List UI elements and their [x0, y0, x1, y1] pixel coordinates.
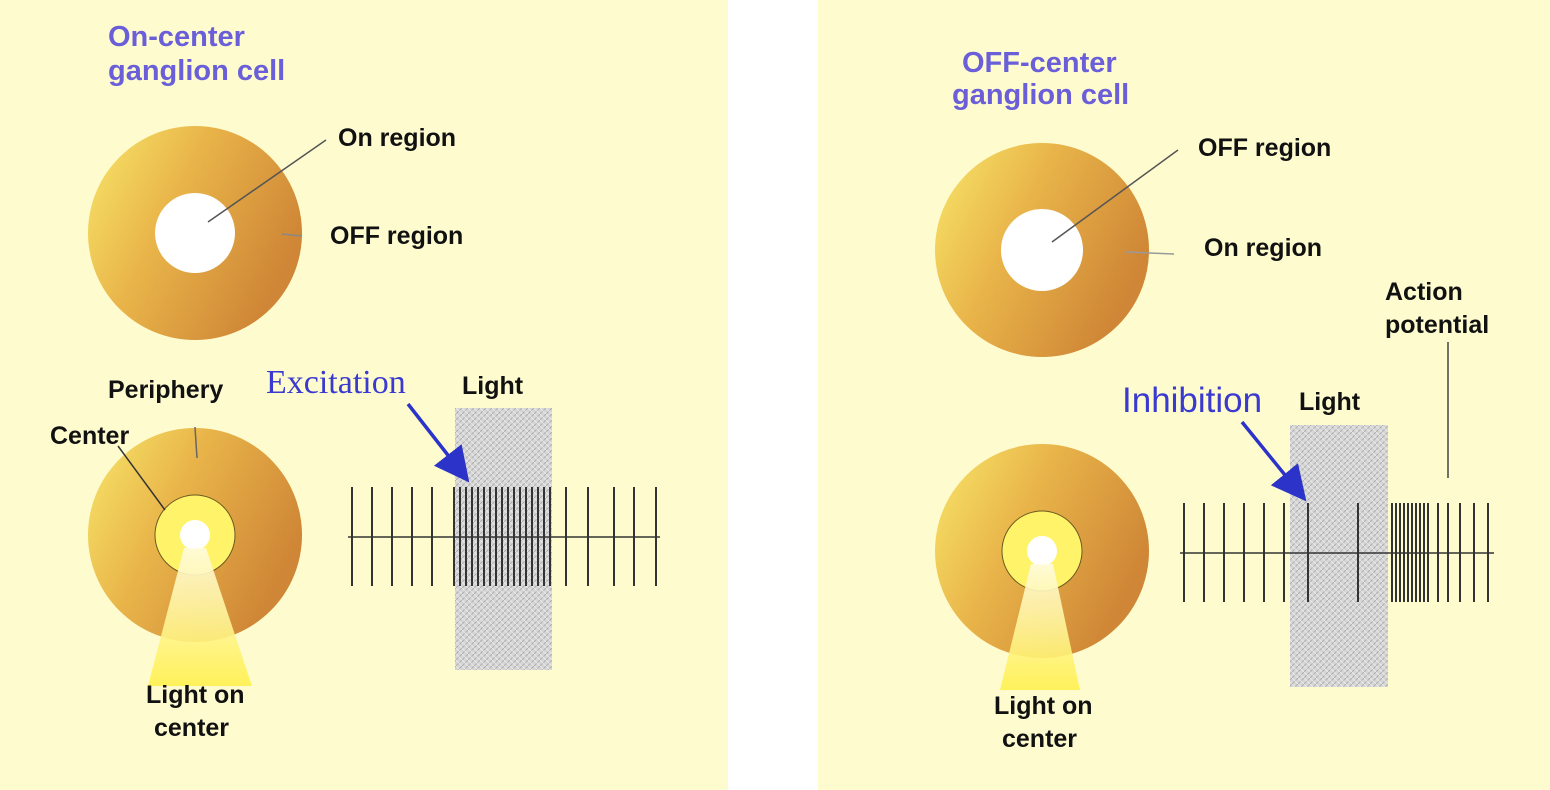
title-line-2: ganglion cell — [952, 79, 1129, 111]
on-center-panel: On-center ganglion cell On region OFF re… — [0, 0, 728, 790]
title-line-1: On-center — [108, 21, 245, 53]
label-action-line-1: Action — [1385, 278, 1463, 306]
light-beam-icon — [148, 548, 252, 686]
label-light-line-1: Light on — [994, 692, 1093, 720]
leader-line — [207, 139, 327, 223]
receptive-field-ring-icon — [935, 143, 1149, 357]
leader-line — [194, 426, 198, 459]
label-inhibition: Inhibition — [1122, 381, 1262, 420]
receptive-field-ring-icon — [935, 444, 1149, 658]
leader-line — [1125, 251, 1175, 255]
title-line-1: OFF-center — [962, 47, 1117, 79]
receptive-field-ring-icon — [88, 126, 302, 340]
arrow-icon — [1240, 420, 1307, 502]
light-beam-icon — [1000, 564, 1080, 690]
leader-line — [117, 445, 166, 511]
label-center-region: OFF region — [1198, 134, 1331, 162]
off-center-diagram: OFF-center ganglion cell OFF region On r… — [935, 47, 1494, 753]
receptive-field-ring-icon — [88, 428, 302, 642]
off-center-panel: OFF-center ganglion cell OFF region On r… — [818, 0, 1550, 790]
label-light-line-2: center — [154, 714, 229, 742]
leader-line — [1051, 149, 1179, 243]
label-surround-region: On region — [1204, 234, 1322, 262]
label-light-line-2: center — [1002, 725, 1077, 753]
spike-train-icon — [1183, 503, 1489, 602]
arrow-icon — [406, 402, 470, 483]
label-light-stimulus: Light — [462, 372, 524, 400]
label-center-region: On region — [338, 124, 456, 152]
label-center: Center — [50, 422, 129, 450]
label-light-stimulus: Light — [1299, 388, 1361, 416]
label-action-line-2: potential — [1385, 311, 1489, 339]
spike-train-icon — [351, 487, 657, 586]
label-periphery: Periphery — [108, 376, 223, 404]
label-surround-region: OFF region — [330, 222, 463, 250]
title-line-2: ganglion cell — [108, 55, 285, 87]
label-excitation: Excitation — [266, 364, 406, 401]
label-light-line-1: Light on — [146, 681, 245, 709]
on-center-diagram: On-center ganglion cell On region OFF re… — [50, 21, 660, 742]
leader-line — [281, 233, 303, 237]
light-stimulus-band — [1290, 425, 1388, 687]
